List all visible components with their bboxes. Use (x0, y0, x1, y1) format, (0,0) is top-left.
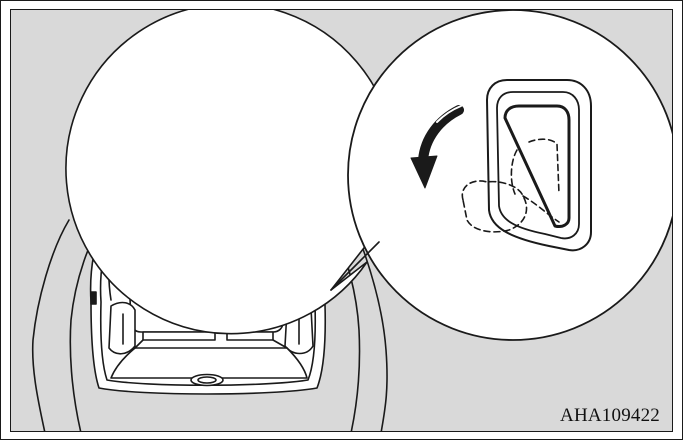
magnifier-callout (66, 10, 396, 334)
left-side-bulge (109, 303, 135, 354)
anchor-left (91, 292, 96, 304)
illustration-panel: AHA109422 (10, 9, 673, 432)
seat-hinge-left (143, 332, 215, 340)
floor-ring (191, 375, 223, 386)
cargo-area-illustration (11, 10, 673, 432)
cargo-floor (111, 348, 307, 378)
body-left-outer-line (33, 220, 69, 432)
figure-code: AHA109422 (560, 405, 660, 427)
